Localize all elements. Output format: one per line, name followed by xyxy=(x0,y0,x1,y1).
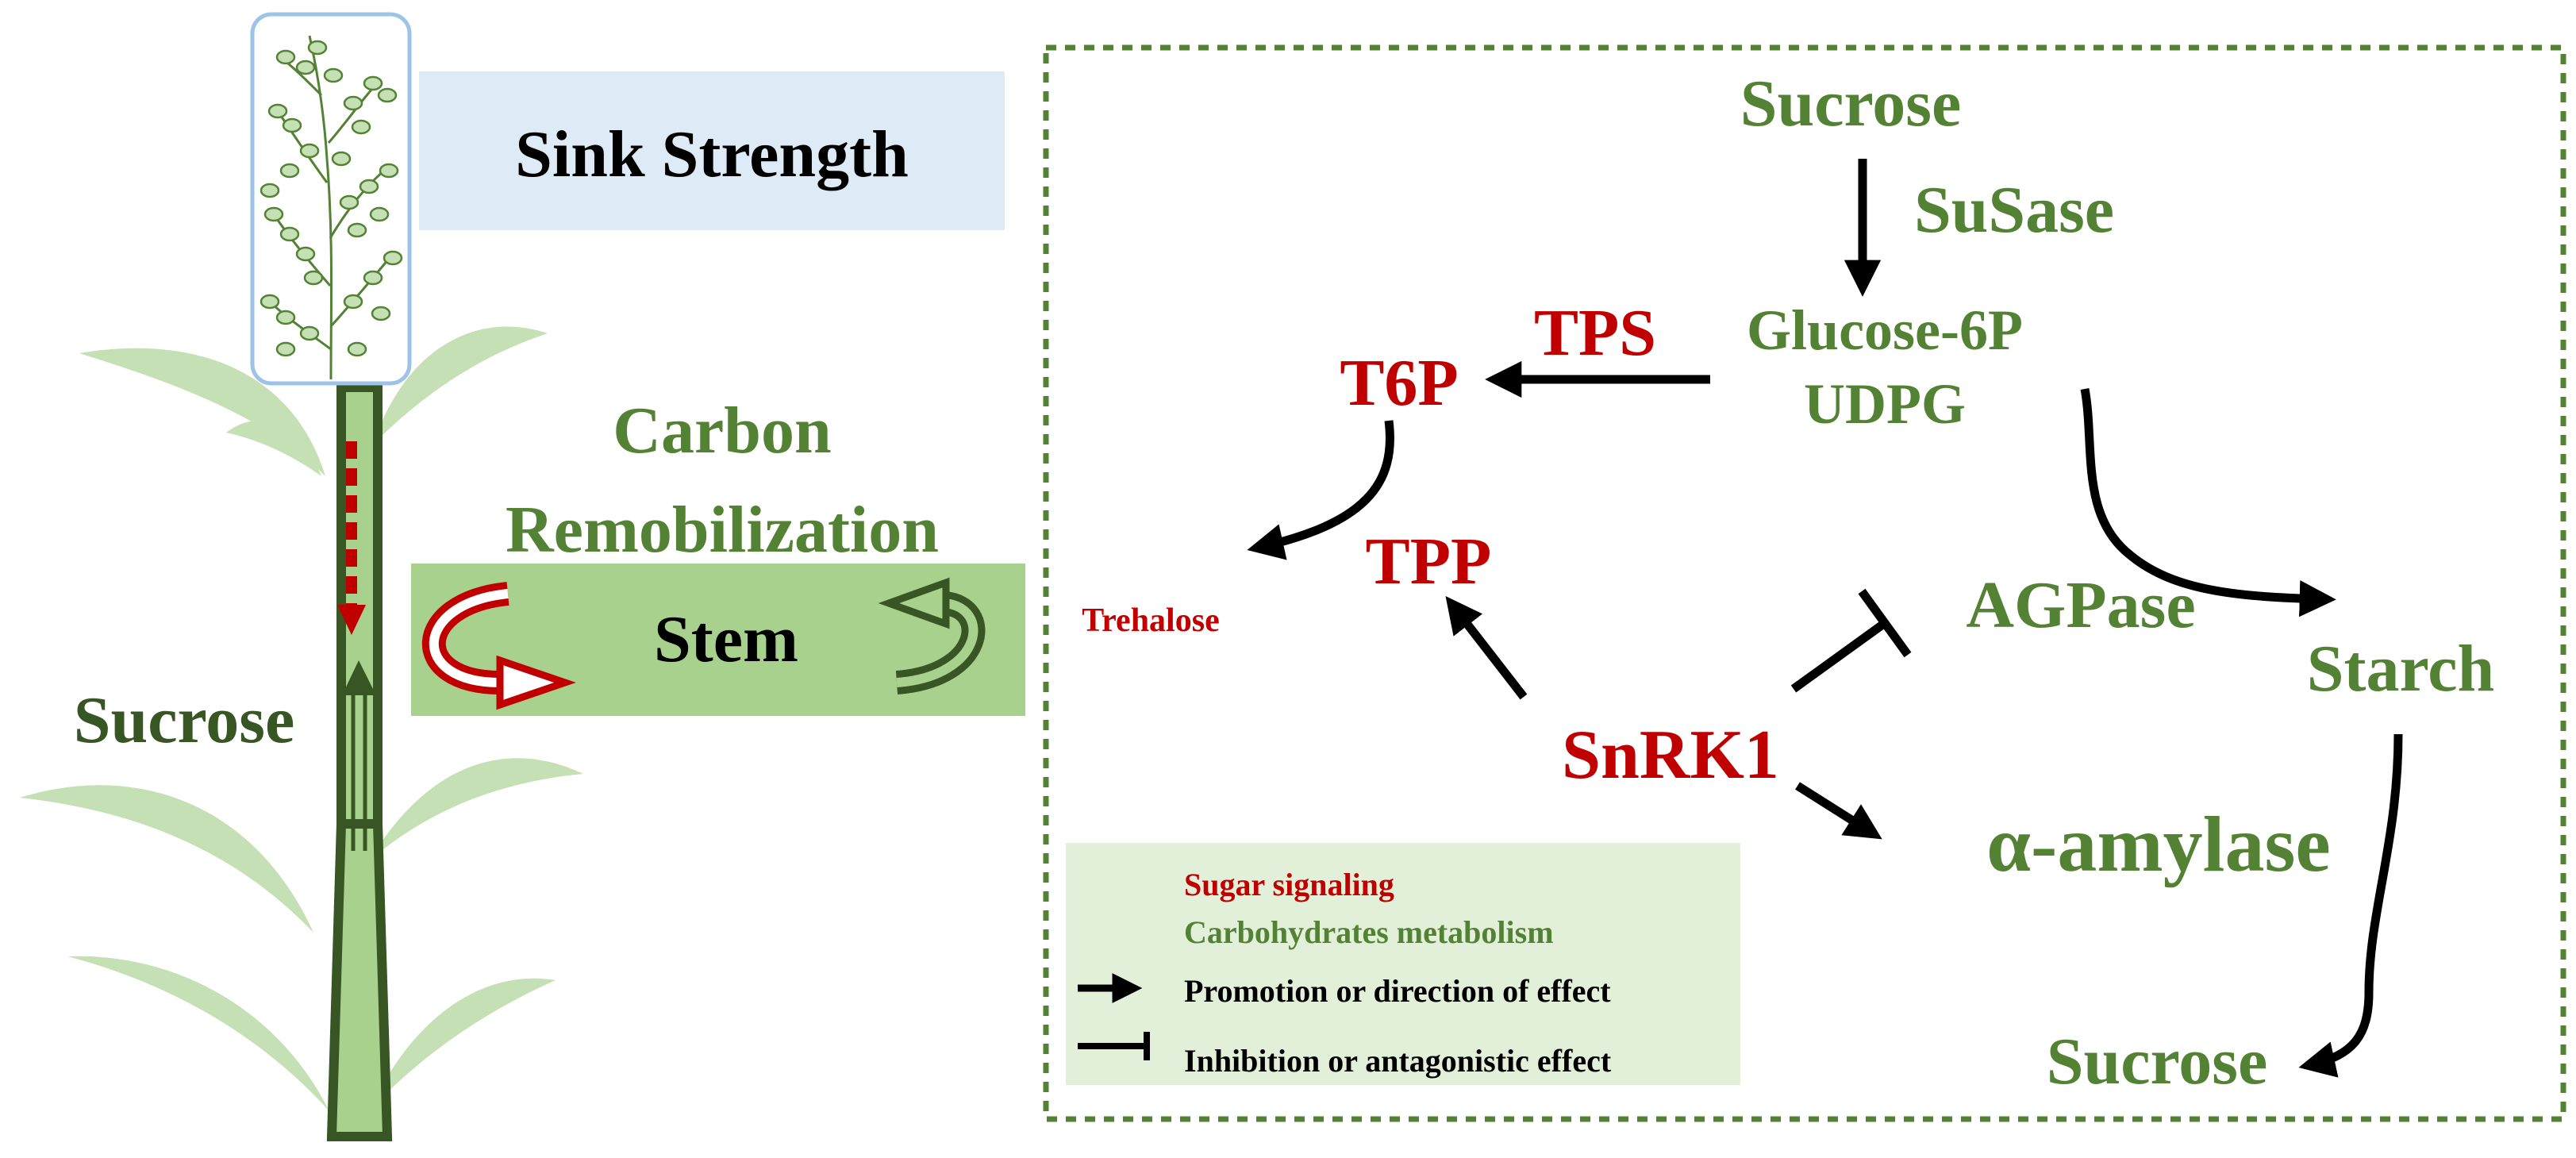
leaf-bottom-left xyxy=(67,956,329,1111)
plant-illustration xyxy=(20,12,583,1141)
stem-label: Stem xyxy=(654,602,798,676)
leaf-upper-left xyxy=(79,348,325,476)
agpase-label: AGPase xyxy=(1966,568,2195,642)
remobilization-label: Remobilization xyxy=(506,493,939,567)
leaf-lower-left xyxy=(20,785,313,933)
xylem-up-arrowhead xyxy=(342,660,376,695)
legend-box xyxy=(1066,843,1740,1085)
panicle-box xyxy=(250,12,412,386)
arrow-starch-to-sucrose xyxy=(2298,733,2403,1078)
arrow-glucose-to-starch xyxy=(2080,387,2336,617)
tpp-label: TPP xyxy=(1366,525,1492,598)
green-cycle-arrow-icon xyxy=(878,577,986,694)
legend-promotion: Promotion or direction of effect xyxy=(1184,973,1611,1009)
red-cycle-arrow-icon xyxy=(421,582,576,710)
sucrose-top-label: Sucrose xyxy=(1740,67,1961,140)
udpg-label: UDPG xyxy=(1804,372,1966,436)
arrow-t6p-to-trehalose xyxy=(1247,420,1394,560)
tps-label: TPS xyxy=(1534,296,1656,370)
sink-strength-label: Sink Strength xyxy=(515,117,909,191)
legend-carbohydrates: Carbohydrates metabolism xyxy=(1184,914,1554,950)
arrow-snrk1-to-tpp xyxy=(1445,596,1528,700)
legend-inhibition: Inhibition or antagonistic effect xyxy=(1184,1043,1612,1079)
leaf-upper-left-tip xyxy=(226,421,321,476)
inhibit-snrk1-to-agpase xyxy=(1790,619,1888,693)
stem-lower xyxy=(326,819,393,1141)
starch-label: Starch xyxy=(2307,632,2494,706)
sucrose-bottom-label: Sucrose xyxy=(2047,1025,2267,1098)
susase-label: SuSase xyxy=(1914,173,2114,247)
glucose6p-label: Glucose-6P xyxy=(1747,298,2023,362)
legend: Sugar signaling Carbohydrates metabolism… xyxy=(1066,843,1740,1085)
leaf-upper-right xyxy=(373,326,548,444)
trehalose-label: Trehalose xyxy=(1082,602,1219,639)
sink-strength-box xyxy=(419,71,1005,230)
leaf-lower-right xyxy=(369,758,583,861)
phloem-down-arrowhead xyxy=(337,605,366,635)
arrow-snrk1-to-amylase xyxy=(1795,782,1882,840)
legend-sugar-signaling: Sugar signaling xyxy=(1184,867,1394,902)
snrk1-label: SnRK1 xyxy=(1562,717,1779,794)
leaf-bottom-right xyxy=(369,978,556,1111)
t6p-label: T6P xyxy=(1340,346,1458,420)
sucrose-stem-label: Sucrose xyxy=(74,683,294,757)
carbon-label: Carbon xyxy=(613,394,831,467)
amylase-label: α-amylase xyxy=(1986,800,2331,888)
panicle-grains xyxy=(260,40,403,357)
inhibit-bar-agpase xyxy=(1858,588,1912,658)
